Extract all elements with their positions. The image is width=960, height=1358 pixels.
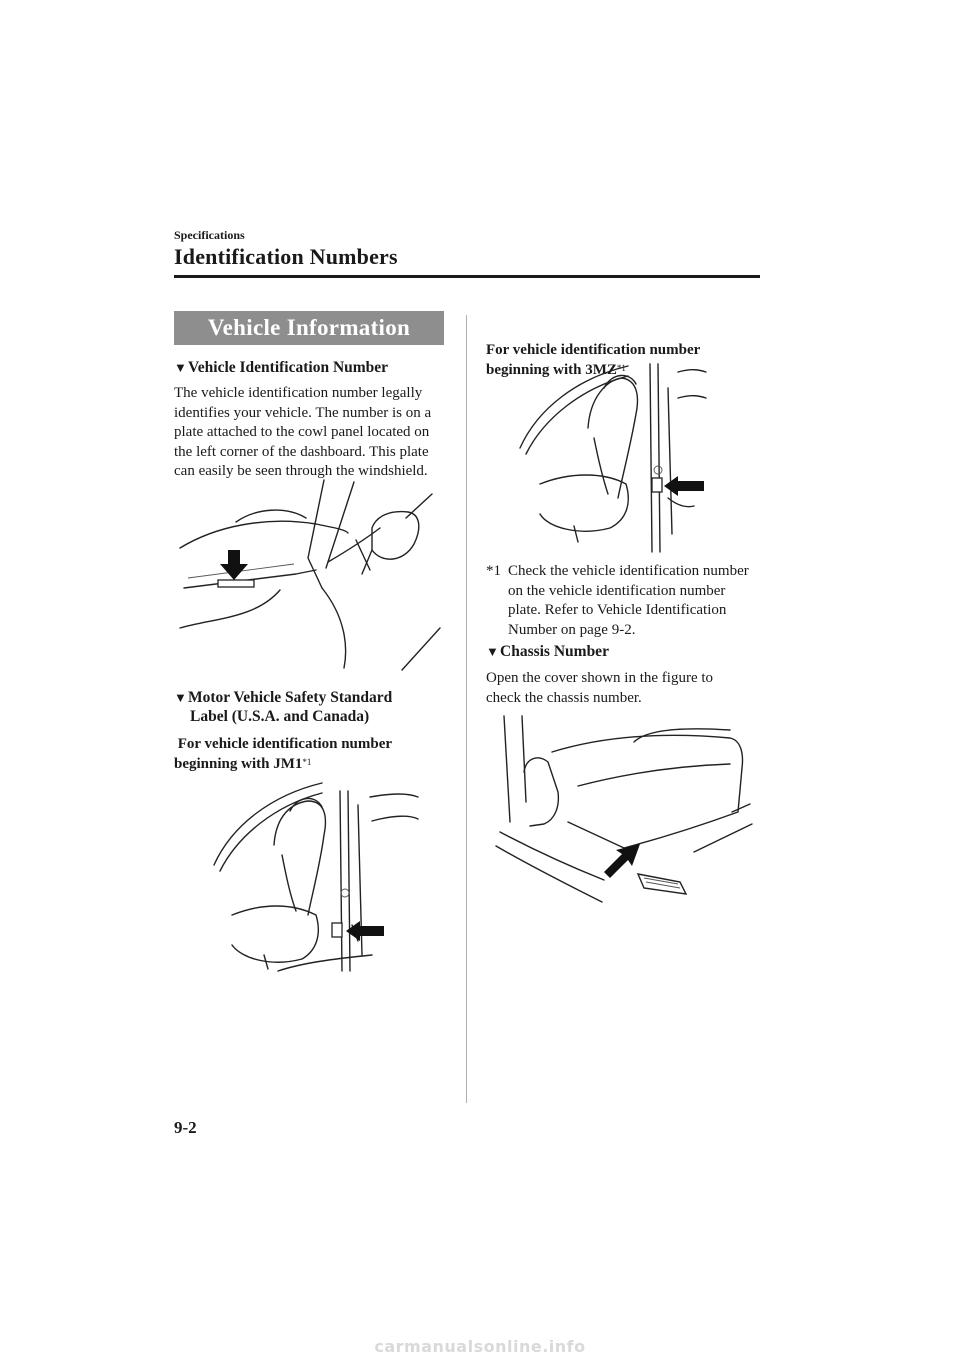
right-subheading: For vehicle identification number beginn…	[486, 342, 701, 378]
triangle-down-icon: ▼	[486, 644, 499, 659]
mvss-heading: ▼Motor Vehicle Safety Standard Label (U.…	[174, 689, 393, 725]
vin-heading: ▼Vehicle Identification Number	[174, 359, 389, 376]
watermark: carmanualsonline.info	[374, 1337, 586, 1356]
vin-plate-figure	[179, 479, 441, 671]
chassis-heading: ▼Chassis Number	[486, 643, 609, 660]
triangle-down-icon: ▼	[174, 690, 187, 705]
chassis-paragraph: Open the cover shown in the figure to ch…	[486, 670, 714, 706]
section-banner: Vehicle Information Labels	[174, 311, 444, 374]
column-divider	[466, 315, 467, 1103]
mvss-subheading: For vehicle identification number beginn…	[174, 736, 393, 772]
mvss-label-figure-3mz	[519, 363, 707, 553]
mvss-label-figure-jm1	[213, 782, 419, 972]
header-rule	[174, 275, 760, 278]
vin-paragraph: The vehicle identification number legall…	[174, 385, 432, 480]
page-title: Identification Numbers	[174, 244, 398, 269]
chassis-number-figure	[495, 715, 753, 903]
triangle-down-icon: ▼	[174, 360, 187, 375]
footnote-ref: *1	[302, 756, 312, 767]
page-number: 9-2	[174, 1118, 197, 1137]
section-label: Specifications	[174, 228, 245, 242]
